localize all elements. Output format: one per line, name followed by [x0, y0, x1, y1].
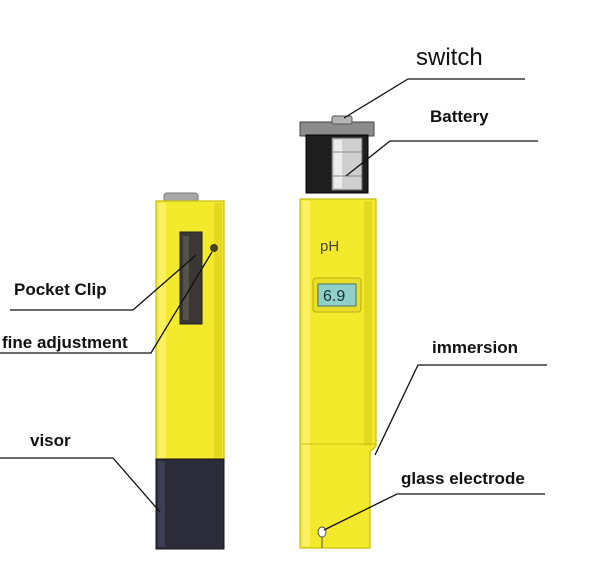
left-meter	[155, 192, 225, 550]
battery-leader	[345, 140, 538, 177]
fine-adjustment-leader	[0, 251, 213, 354]
fine-adjustment-label: fine adjustment	[2, 333, 128, 352]
switch-label: switch	[416, 44, 483, 71]
switch-leader	[343, 78, 525, 119]
immersion-leader	[374, 364, 547, 456]
visor-label: visor	[30, 431, 71, 450]
glass-electrode	[317, 526, 327, 538]
battery-label: Battery	[430, 107, 489, 126]
immersion-label: immersion	[432, 338, 518, 357]
pocket-clip-leader	[10, 254, 197, 311]
right-meter: pH 6.9	[299, 115, 377, 549]
visor-leader	[0, 457, 161, 513]
fine-adjustment-screw	[210, 244, 218, 252]
display-value: 6.9	[323, 288, 345, 305]
glass-electrode-leader	[323, 493, 545, 531]
pocket-clip-label: Pocket Clip	[14, 280, 107, 299]
ph-mark: pH	[320, 238, 339, 255]
leader-lines	[0, 78, 547, 531]
glass-electrode-label: glass electrode	[401, 469, 525, 488]
lcd-display	[317, 283, 357, 307]
visor-cap	[155, 458, 225, 550]
